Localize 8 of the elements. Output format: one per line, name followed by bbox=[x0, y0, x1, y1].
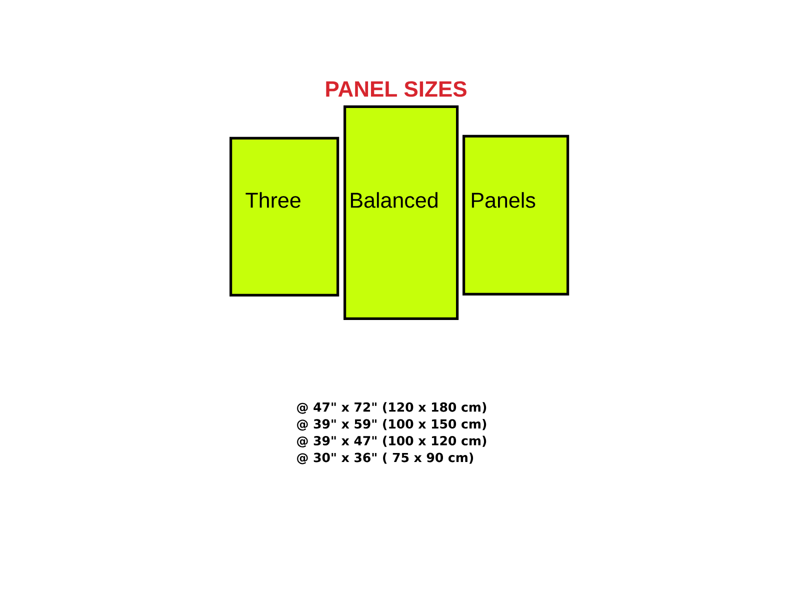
size-text: @ 47" x 72" (120 x 180 cm) bbox=[297, 402, 486, 414]
size-text: @ 30" x 36" ( 75 x 90 cm) bbox=[297, 452, 474, 464]
size-text: @ 39" x 47" (100 x 120 cm) bbox=[297, 436, 486, 448]
panel-box: Balanced bbox=[344, 105, 459, 320]
size-text: @ 39" x 59" (100 x 150 cm) bbox=[297, 418, 486, 431]
title: PANEL SIZES bbox=[326, 81, 466, 97]
panel-box: Panels bbox=[462, 134, 570, 296]
panel-box: Three bbox=[230, 136, 340, 296]
